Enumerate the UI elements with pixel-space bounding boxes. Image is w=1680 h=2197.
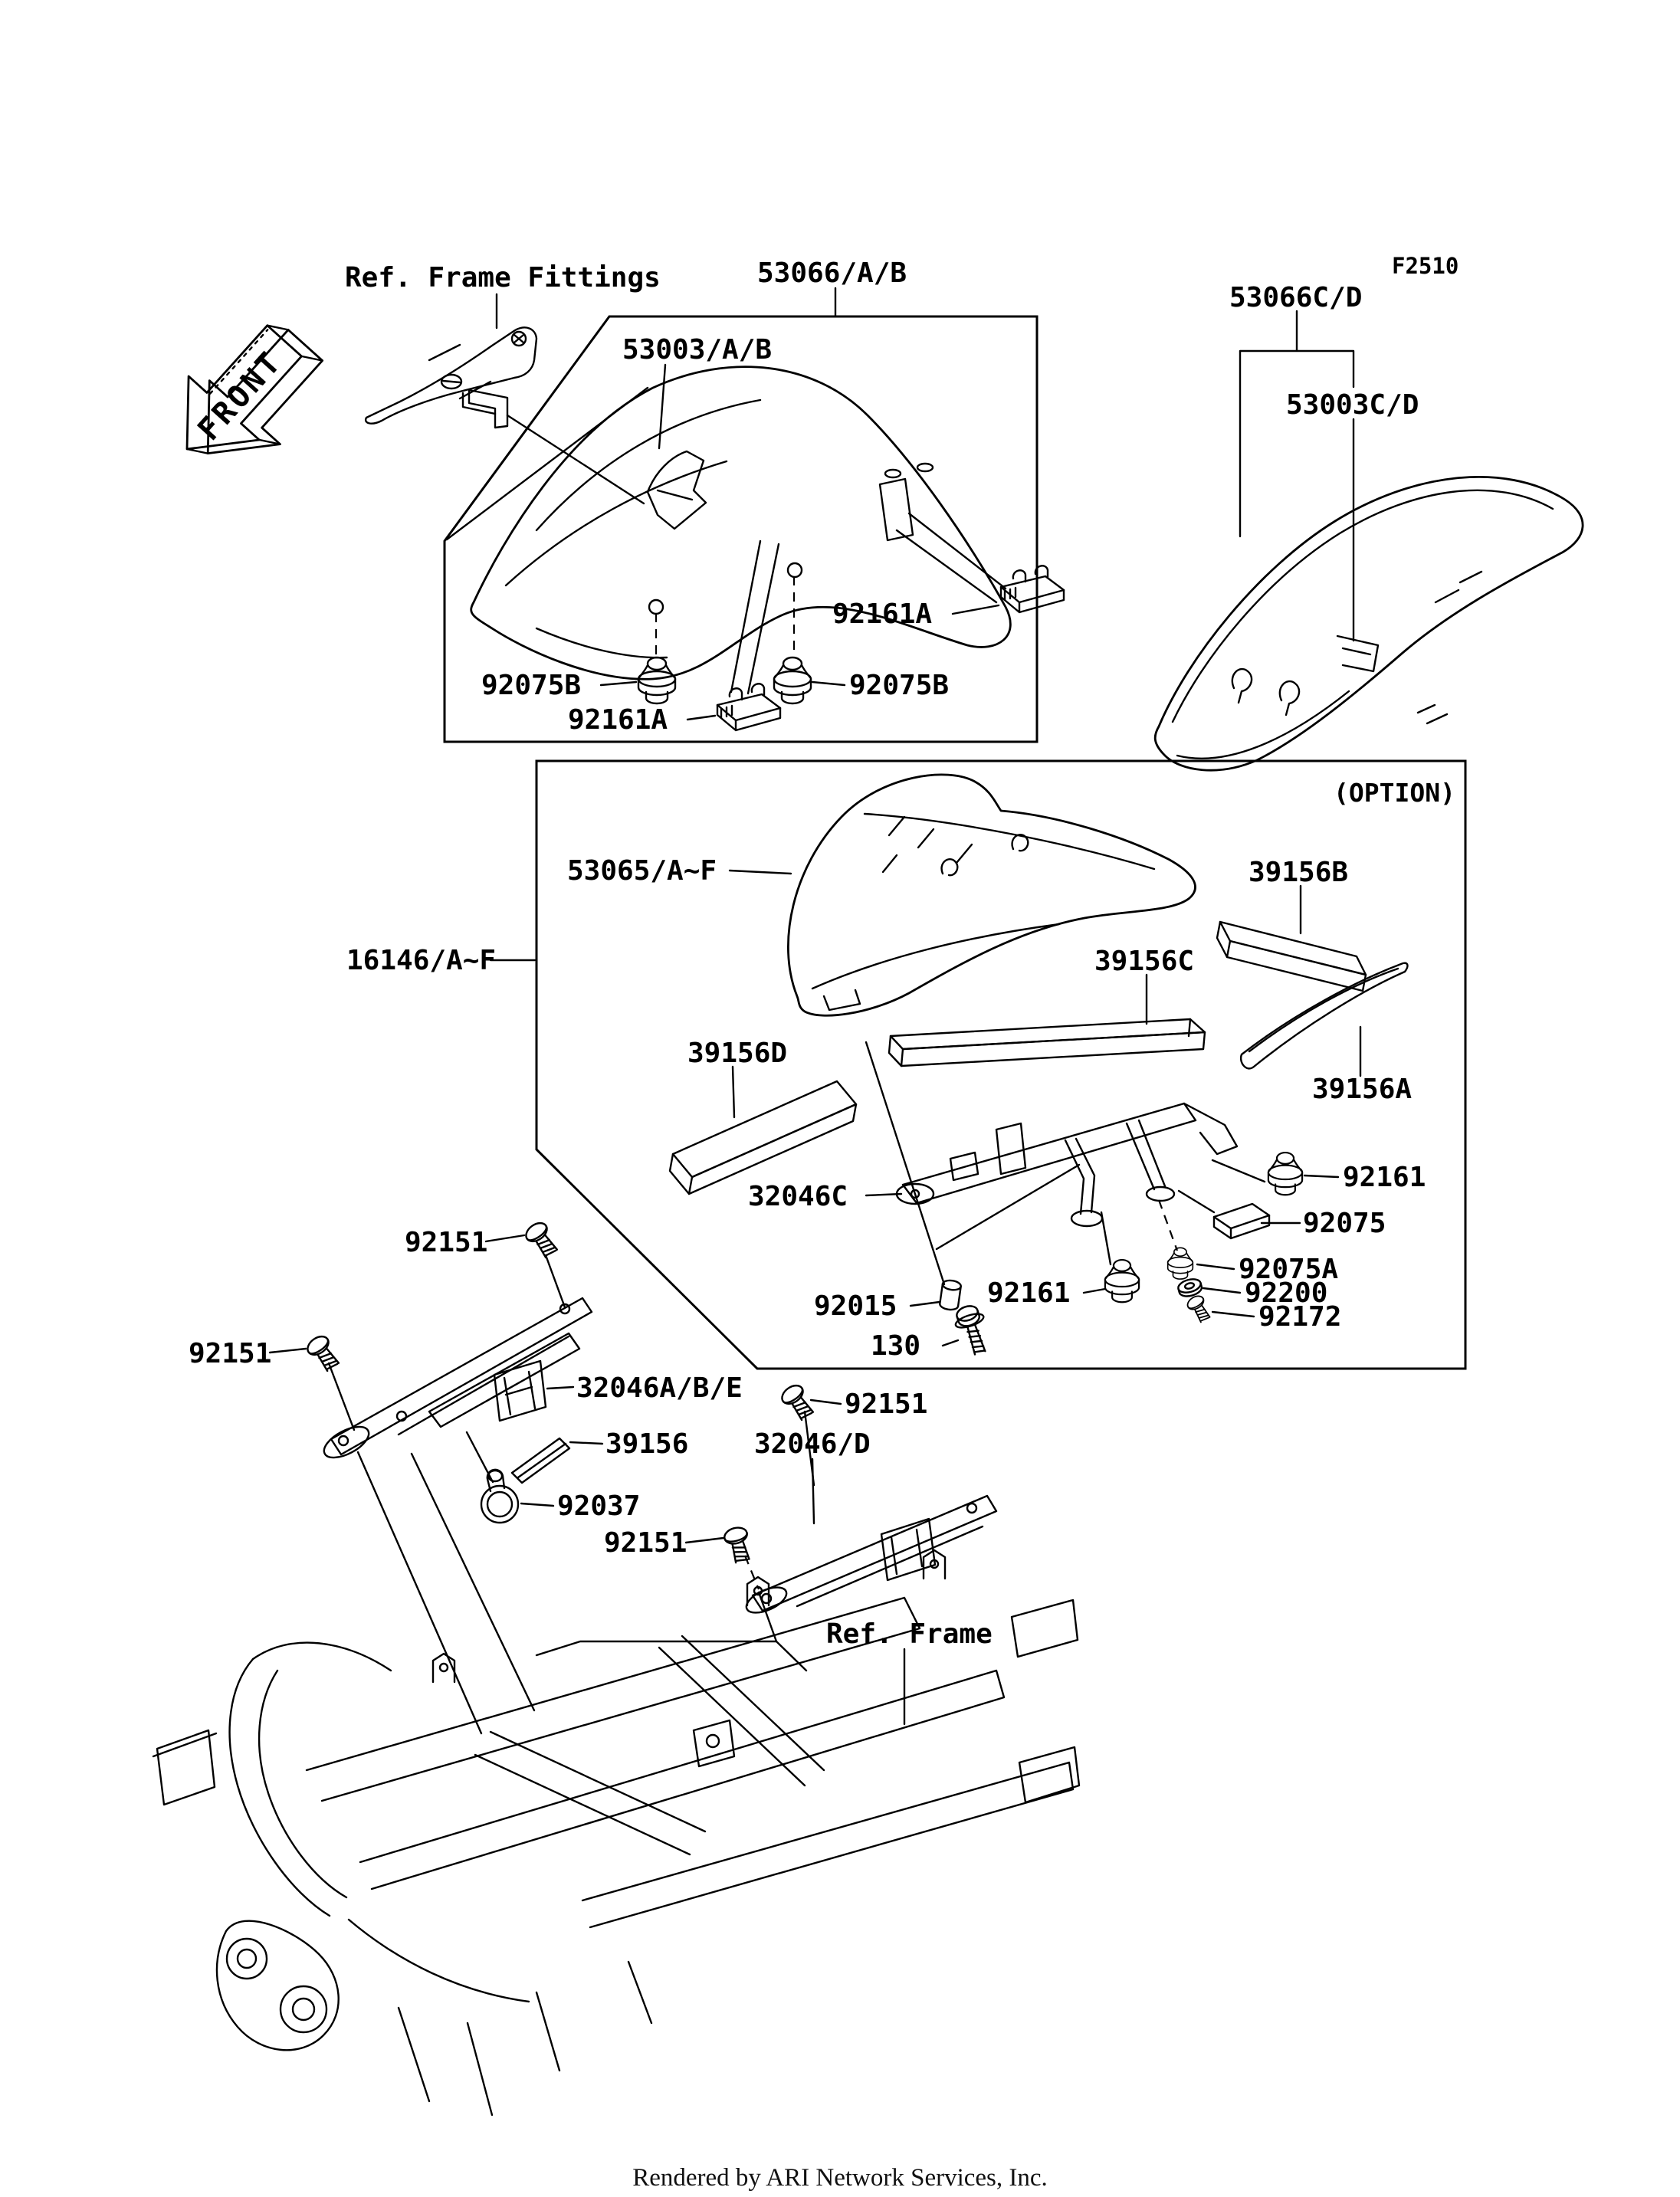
washer-92075b-left [637, 656, 677, 705]
label-92151-4: 92151 [604, 1527, 687, 1559]
label-92172: 92172 [1258, 1301, 1341, 1333]
label-130: 130 [871, 1330, 920, 1362]
seat-rear-drawing [1153, 476, 1584, 772]
label-39156a: 39156A [1312, 1074, 1412, 1105]
hidden-lines [655, 576, 1179, 1590]
screw-92172-drawing [1184, 1292, 1214, 1325]
trim-strip-39156c-drawing [888, 1018, 1206, 1067]
label-92151-2: 92151 [189, 1338, 271, 1369]
label-ref-frame: Ref. Frame [826, 1618, 993, 1650]
label-39156b: 39156B [1249, 857, 1348, 888]
bracket-32046c-drawing [895, 1102, 1239, 1228]
option-group-box [535, 759, 1467, 1370]
label-92161a-right: 92161A [832, 598, 932, 630]
front-arrow: FRONT [185, 324, 324, 455]
collar-92015-drawing [939, 1279, 962, 1311]
bracket-32046d-drawing [745, 1494, 998, 1614]
pad-39156-drawing [510, 1437, 571, 1484]
footer-credit: Rendered by ARI Network Services, Inc. [632, 2164, 1048, 2192]
washer-92200-drawing [1177, 1278, 1203, 1297]
clamp-92037-drawing [480, 1468, 520, 1524]
clip-92161a-right [999, 565, 1065, 614]
seat-front-drawing [470, 366, 1012, 680]
label-92161-right: 92161 [1343, 1162, 1426, 1193]
label-32046d: 32046/D [754, 1428, 871, 1460]
label-32046abe: 32046A/B/E [576, 1372, 743, 1404]
pad-92075-drawing [1212, 1202, 1271, 1240]
label-39156c: 39156C [1094, 946, 1194, 977]
rear-frame-drawing [152, 1549, 1081, 2117]
label-39156d: 39156D [687, 1038, 787, 1069]
frame-fitting-bracket-drawing [364, 326, 538, 429]
label-92161-mid: 92161 [987, 1277, 1070, 1309]
bolt-130-drawing [950, 1301, 995, 1359]
label-53066cd: 53066C/D [1229, 282, 1362, 313]
label-92015: 92015 [814, 1290, 897, 1322]
label-92200: 92200 [1245, 1277, 1327, 1309]
screw-92151-2 [303, 1332, 343, 1375]
label-92151-1: 92151 [405, 1227, 487, 1258]
pillion-cowl-drawing [787, 773, 1196, 1017]
label-option-tag: (OPTION) [1334, 778, 1455, 808]
label-92075b-left: 92075B [481, 670, 581, 701]
label-figure-code: F2510 [1392, 253, 1459, 279]
label-92037: 92037 [557, 1490, 640, 1522]
label-32046c: 32046C [748, 1181, 848, 1212]
label-92161a-bottom: 92161A [568, 704, 668, 736]
damper-92161-mid [1104, 1258, 1140, 1303]
screw-92151-3 [777, 1381, 818, 1424]
label-53003ab: 53003/A/B [622, 334, 772, 366]
seat-group-box [443, 315, 1039, 743]
relation-lines [327, 386, 1266, 1735]
label-92075b-right: 92075B [849, 670, 949, 701]
screw-92151-1 [521, 1218, 562, 1261]
washer-92075b-right [773, 656, 812, 705]
label-92075a: 92075A [1239, 1254, 1338, 1285]
label-53066ab: 53066/A/B [757, 257, 907, 289]
label-53003cd: 53003C/D [1286, 389, 1419, 421]
label-92075: 92075 [1303, 1208, 1386, 1239]
label-92151-3: 92151 [845, 1389, 927, 1420]
label-ref-frame-fittings: Ref. Frame Fittings [345, 262, 661, 293]
label-53065af: 53065/A~F [567, 855, 717, 887]
trim-strip-39156a-drawing [1239, 962, 1409, 1070]
bracket-32046abe-drawing [323, 1297, 593, 1459]
screw-92151-4 [721, 1524, 755, 1565]
leader-lines [268, 287, 1362, 1726]
damper-92075a [1166, 1247, 1194, 1280]
trim-strip-39156b-drawing [1216, 920, 1367, 992]
label-16146af: 16146/A~F [346, 945, 496, 976]
label-39156: 39156 [605, 1428, 688, 1460]
damper-92161-right [1267, 1151, 1304, 1196]
trim-strip-39156d-drawing [668, 1080, 858, 1195]
